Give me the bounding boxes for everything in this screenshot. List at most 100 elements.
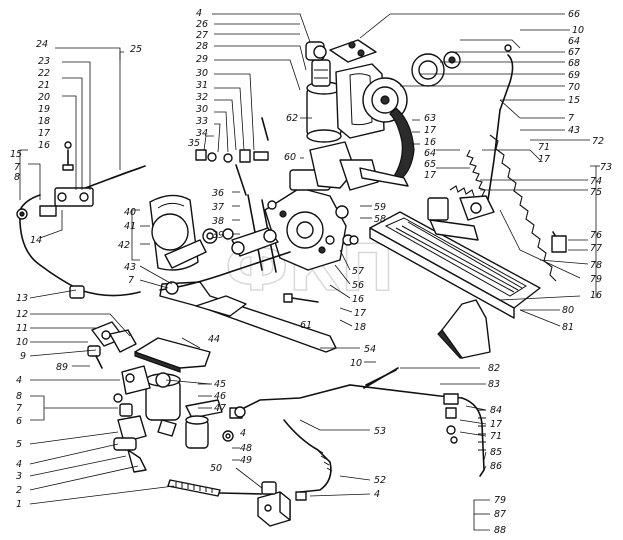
left-cable-assembly <box>16 141 146 299</box>
callout-43b: 43 <box>124 262 136 273</box>
callout-33: 33 <box>196 116 208 127</box>
callout-26: 26 <box>196 19 208 30</box>
callout-71b: 71 <box>490 431 502 442</box>
callout-15: 15 <box>10 149 22 160</box>
callout-50: 50 <box>210 463 222 474</box>
callout-37: 37 <box>212 202 224 213</box>
callout-18b: 18 <box>354 322 366 333</box>
callout-18: 18 <box>38 116 50 127</box>
callout-48: 48 <box>240 443 252 454</box>
callout-75: 75 <box>590 187 602 198</box>
callout-65: 65 <box>424 159 436 170</box>
hose-1 <box>167 479 263 497</box>
callout-20: 20 <box>38 92 50 103</box>
callout-25: 25 <box>130 44 142 55</box>
callout-42: 42 <box>118 240 130 251</box>
callout-19: 19 <box>38 104 50 115</box>
callout-17c: 17 <box>424 170 436 181</box>
callout-4d: 4 <box>16 459 22 470</box>
leader-lines <box>19 13 600 531</box>
callout-9: 9 <box>20 351 26 362</box>
callout-67: 67 <box>568 47 580 58</box>
callout-17e: 17 <box>354 308 366 319</box>
callout-6: 6 <box>16 416 22 427</box>
callout-7: 7 <box>14 162 20 173</box>
callout-4: 4 <box>196 8 202 19</box>
callout-52: 52 <box>374 475 386 486</box>
callout-53: 53 <box>374 426 386 437</box>
callout-86: 86 <box>490 461 502 472</box>
callout-87: 87 <box>494 509 506 520</box>
hydraulic-lines <box>239 369 486 493</box>
callout-5: 5 <box>16 439 22 450</box>
callout-12: 12 <box>16 309 28 320</box>
callout-81: 81 <box>562 322 574 333</box>
callout-41: 41 <box>124 221 136 232</box>
callout-17: 17 <box>38 128 50 139</box>
cylinder-62 <box>305 41 342 143</box>
callout-13: 13 <box>16 293 28 304</box>
callout-23: 23 <box>38 56 50 67</box>
callout-30: 30 <box>196 68 208 79</box>
callout-16c: 16 <box>352 294 364 305</box>
callout-labels: 24 25 23 22 21 20 19 18 17 16 15 7 8 14 … <box>10 8 612 536</box>
callout-10c: 10 <box>350 358 362 369</box>
callout-24: 24 <box>36 39 48 50</box>
callout-82: 82 <box>488 363 500 374</box>
callout-32: 32 <box>196 92 208 103</box>
callout-31: 31 <box>196 80 208 91</box>
callout-76: 76 <box>590 230 602 241</box>
callout-71: 71 <box>538 142 550 153</box>
callout-29: 29 <box>196 54 208 65</box>
callout-16: 16 <box>38 140 50 151</box>
callout-36: 36 <box>212 188 224 199</box>
callout-74: 74 <box>590 176 602 187</box>
lever-rods <box>195 117 279 273</box>
callout-46: 46 <box>214 391 226 402</box>
callout-34: 34 <box>196 128 208 139</box>
callout-49: 49 <box>240 455 252 466</box>
callout-43: 43 <box>568 125 580 136</box>
callout-21: 21 <box>38 80 50 91</box>
callout-54: 54 <box>364 344 376 355</box>
callout-63: 63 <box>424 113 436 124</box>
callout-58: 58 <box>374 214 386 225</box>
callout-22: 22 <box>38 68 50 79</box>
callout-11: 11 <box>16 323 28 334</box>
callout-84: 84 <box>490 405 502 416</box>
callout-79b: 79 <box>494 495 506 506</box>
spring-72 <box>489 134 567 282</box>
callout-77: 77 <box>590 243 602 254</box>
callout-10b: 10 <box>16 337 28 348</box>
callout-64b: 64 <box>424 148 436 159</box>
callout-17f: 17 <box>490 419 502 430</box>
small-parts <box>113 228 458 444</box>
callout-27: 27 <box>196 30 208 41</box>
callout-8b: 8 <box>16 391 22 402</box>
callout-88: 88 <box>494 525 506 536</box>
spring-74 <box>449 149 486 197</box>
callout-60: 60 <box>284 152 296 163</box>
callout-7b: 7 <box>568 113 574 124</box>
callout-69: 69 <box>568 70 580 81</box>
valve-block <box>257 481 307 527</box>
callout-68: 68 <box>568 58 580 69</box>
callout-66: 66 <box>568 9 580 20</box>
callout-35: 35 <box>188 138 200 149</box>
callout-72: 72 <box>592 136 604 147</box>
callout-73: 73 <box>600 162 612 173</box>
callout-16b: 16 <box>424 137 436 148</box>
callout-10: 10 <box>572 25 584 36</box>
callout-80: 80 <box>562 305 574 316</box>
callout-8: 8 <box>14 172 20 183</box>
callout-15b: 15 <box>568 95 580 106</box>
callout-4e: 4 <box>374 489 380 500</box>
callout-4b: 4 <box>16 375 22 386</box>
pedal-shaft-54 <box>159 251 337 353</box>
callout-45: 45 <box>214 379 226 390</box>
callout-16d: 16 <box>590 290 602 301</box>
callout-47: 47 <box>214 403 226 414</box>
left-pedal-bracket <box>149 194 218 271</box>
callout-61: 61 <box>300 320 312 331</box>
